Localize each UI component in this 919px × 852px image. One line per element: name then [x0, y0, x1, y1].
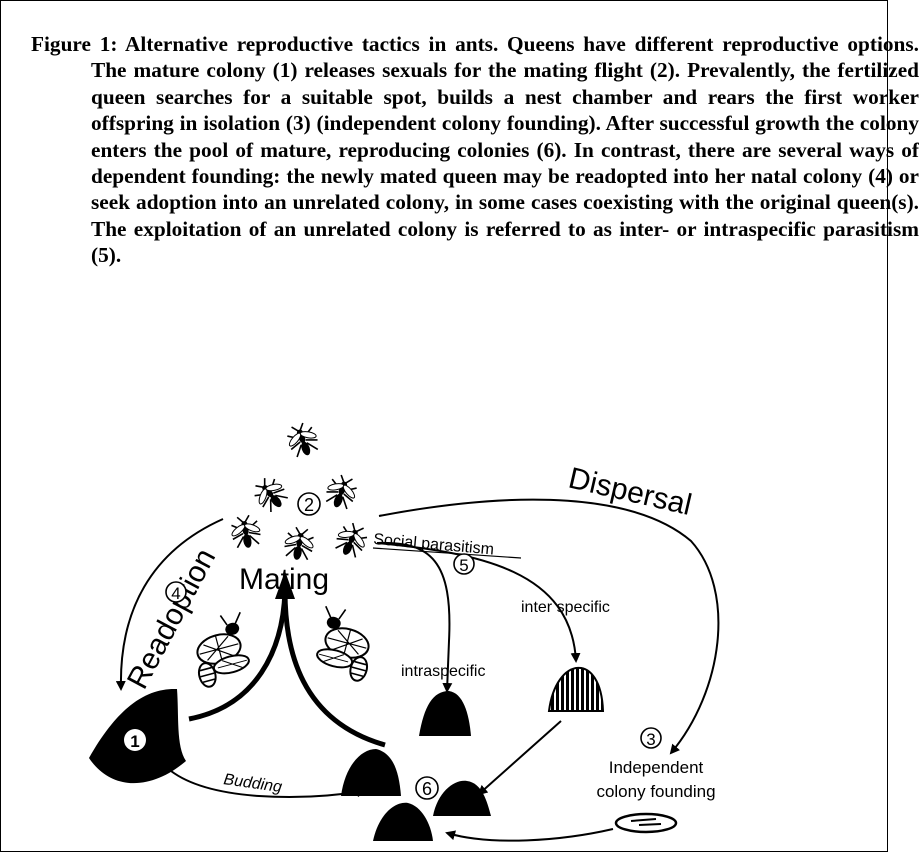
ant-icon — [320, 470, 363, 514]
reproduction-diagram: 2 Mating Readoption 4 Dispersal Social p… — [89, 418, 720, 842]
ant-icon — [280, 524, 318, 564]
dispersal-label: Dispersal — [565, 462, 694, 522]
pool-to-mating-arrow — [282, 590, 386, 748]
ant-icon — [247, 471, 294, 518]
figure-caption: Figure 1: Alternative reproductive tacti… — [31, 32, 919, 268]
intraspecific-label: intraspecific — [401, 663, 485, 680]
colony1-to-mating-arrow — [188, 590, 288, 722]
winged-queen-icon — [184, 609, 258, 690]
marker-5-circle — [453, 553, 475, 575]
marker-3-circle — [640, 727, 662, 749]
founding-queen-icon — [630, 818, 662, 826]
marker-4-circle — [165, 581, 187, 603]
pool-colony — [373, 802, 433, 841]
marker-1: 1 — [130, 732, 139, 751]
founding-chamber — [614, 812, 678, 834]
winged-queen-icon — [308, 603, 382, 684]
ant-icon — [227, 512, 265, 552]
pool-colony — [433, 780, 491, 816]
pool-colony — [341, 749, 401, 796]
marker-2-circle — [297, 492, 321, 516]
host-colony-interspecific — [547, 666, 605, 712]
marker-2: 2 — [304, 495, 314, 515]
ant-icon — [329, 518, 373, 562]
marker-6: 6 — [422, 779, 432, 799]
readoption-arrow — [115, 518, 224, 691]
dispersal-arrow — [378, 498, 720, 755]
independent-label-line1: Independent — [609, 758, 704, 777]
host-to-pool-arrow — [477, 720, 562, 796]
budding-arrow — [170, 770, 367, 798]
interspecific-label: inter specific — [521, 599, 610, 616]
marker-6-circle — [415, 776, 439, 800]
mating-arrowhead — [275, 571, 295, 599]
marker-4: 4 — [171, 584, 180, 603]
founding-to-pool-arrow — [445, 828, 614, 842]
marker-1-circle — [124, 729, 146, 751]
intraspecific-arrow — [376, 541, 453, 693]
independent-label-line2: colony founding — [596, 782, 715, 801]
marker-3: 3 — [646, 730, 655, 749]
marker-5: 5 — [459, 556, 468, 575]
interspecific-arrow — [376, 542, 581, 663]
ant-icon — [281, 418, 324, 462]
pool-colony — [419, 691, 471, 736]
